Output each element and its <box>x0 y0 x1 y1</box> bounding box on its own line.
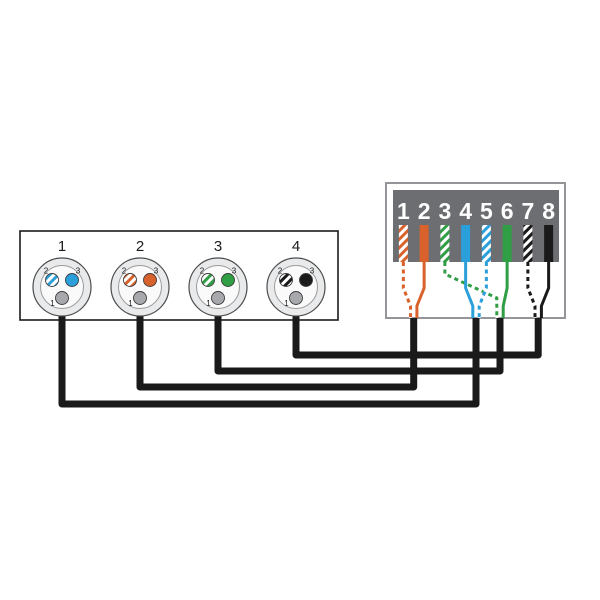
xlr-label: 4 <box>292 238 300 255</box>
xlr-pin-3 <box>221 273 235 287</box>
xlr-connector-4: 4 2 3 1 <box>266 238 326 317</box>
xlr-pin-2 <box>45 273 59 287</box>
xlr-pin-label: 2 <box>278 267 283 276</box>
xlr-pin-label: 2 <box>122 267 127 276</box>
xlr-pin-label: 2 <box>44 267 49 276</box>
jack-pin-number: 6 <box>501 198 514 224</box>
xlr-pin-label: 3 <box>76 267 81 276</box>
cable-xlr-1 <box>58 300 480 408</box>
jack-pin-number: 4 <box>459 198 472 224</box>
jack-pin-number: 8 <box>542 198 555 224</box>
xlr-pin-label: 1 <box>50 299 55 308</box>
xlr-pin-label: 2 <box>200 267 205 276</box>
jack-wire-bar <box>502 225 512 262</box>
jack-wire-3 <box>443 262 499 318</box>
cable-xlr-4 <box>292 300 542 359</box>
jack-pin-number: 5 <box>480 198 493 224</box>
xlr-pin-label: 1 <box>284 299 289 308</box>
xlr-label: 1 <box>58 238 66 255</box>
cable-xlr-3 <box>214 300 504 375</box>
jack-wire-4 <box>464 262 475 318</box>
jack-wire-1 <box>401 262 412 318</box>
xlr-pin-label: 3 <box>154 267 159 276</box>
xlr-pin-1 <box>133 291 147 305</box>
xlr-pin-label: 1 <box>206 299 211 308</box>
xlr-connector-2: 2 2 3 1 <box>110 238 170 317</box>
xlr-connector-1: 1 2 3 1 <box>32 238 92 317</box>
xlr-pin-1 <box>55 291 69 305</box>
jack-wire-bar <box>440 225 450 262</box>
xlr-pin-label: 3 <box>310 267 315 276</box>
xlr-pin-2 <box>123 273 137 287</box>
jack-wire-bar <box>398 225 408 262</box>
jack-wire-bar <box>544 225 554 262</box>
jack-wire-2 <box>415 262 426 318</box>
jack-pin-number: 1 <box>397 198 410 224</box>
xlr-pin-3 <box>299 273 313 287</box>
xlr-pin-label: 1 <box>128 299 133 308</box>
jack-wire-bar <box>461 225 471 262</box>
jack-wire-bar <box>481 225 491 262</box>
xlr-label: 2 <box>136 238 144 255</box>
xlr-pin-3 <box>143 273 157 287</box>
xlr-pin-2 <box>201 273 215 287</box>
jack-wire-7 <box>526 262 537 318</box>
xlr-pin-1 <box>289 291 303 305</box>
jack-pin-number: 3 <box>438 198 451 224</box>
xlr-pin-label: 3 <box>232 267 237 276</box>
xlr-connector-3: 3 2 3 1 <box>188 238 248 317</box>
jack-wire-8 <box>539 262 551 318</box>
jack-pin-number: 2 <box>418 198 431 224</box>
xlr-pin-2 <box>279 273 293 287</box>
jack-wire-bar <box>523 225 533 262</box>
jack-wire-5 <box>477 262 488 318</box>
jack-wire-6 <box>501 262 509 318</box>
jack-wire-bar <box>419 225 429 262</box>
jack-pin-number: 7 <box>521 198 534 224</box>
xlr-label: 3 <box>214 238 222 255</box>
xlr-pin-3 <box>65 273 79 287</box>
xlr-pin-1 <box>211 291 225 305</box>
